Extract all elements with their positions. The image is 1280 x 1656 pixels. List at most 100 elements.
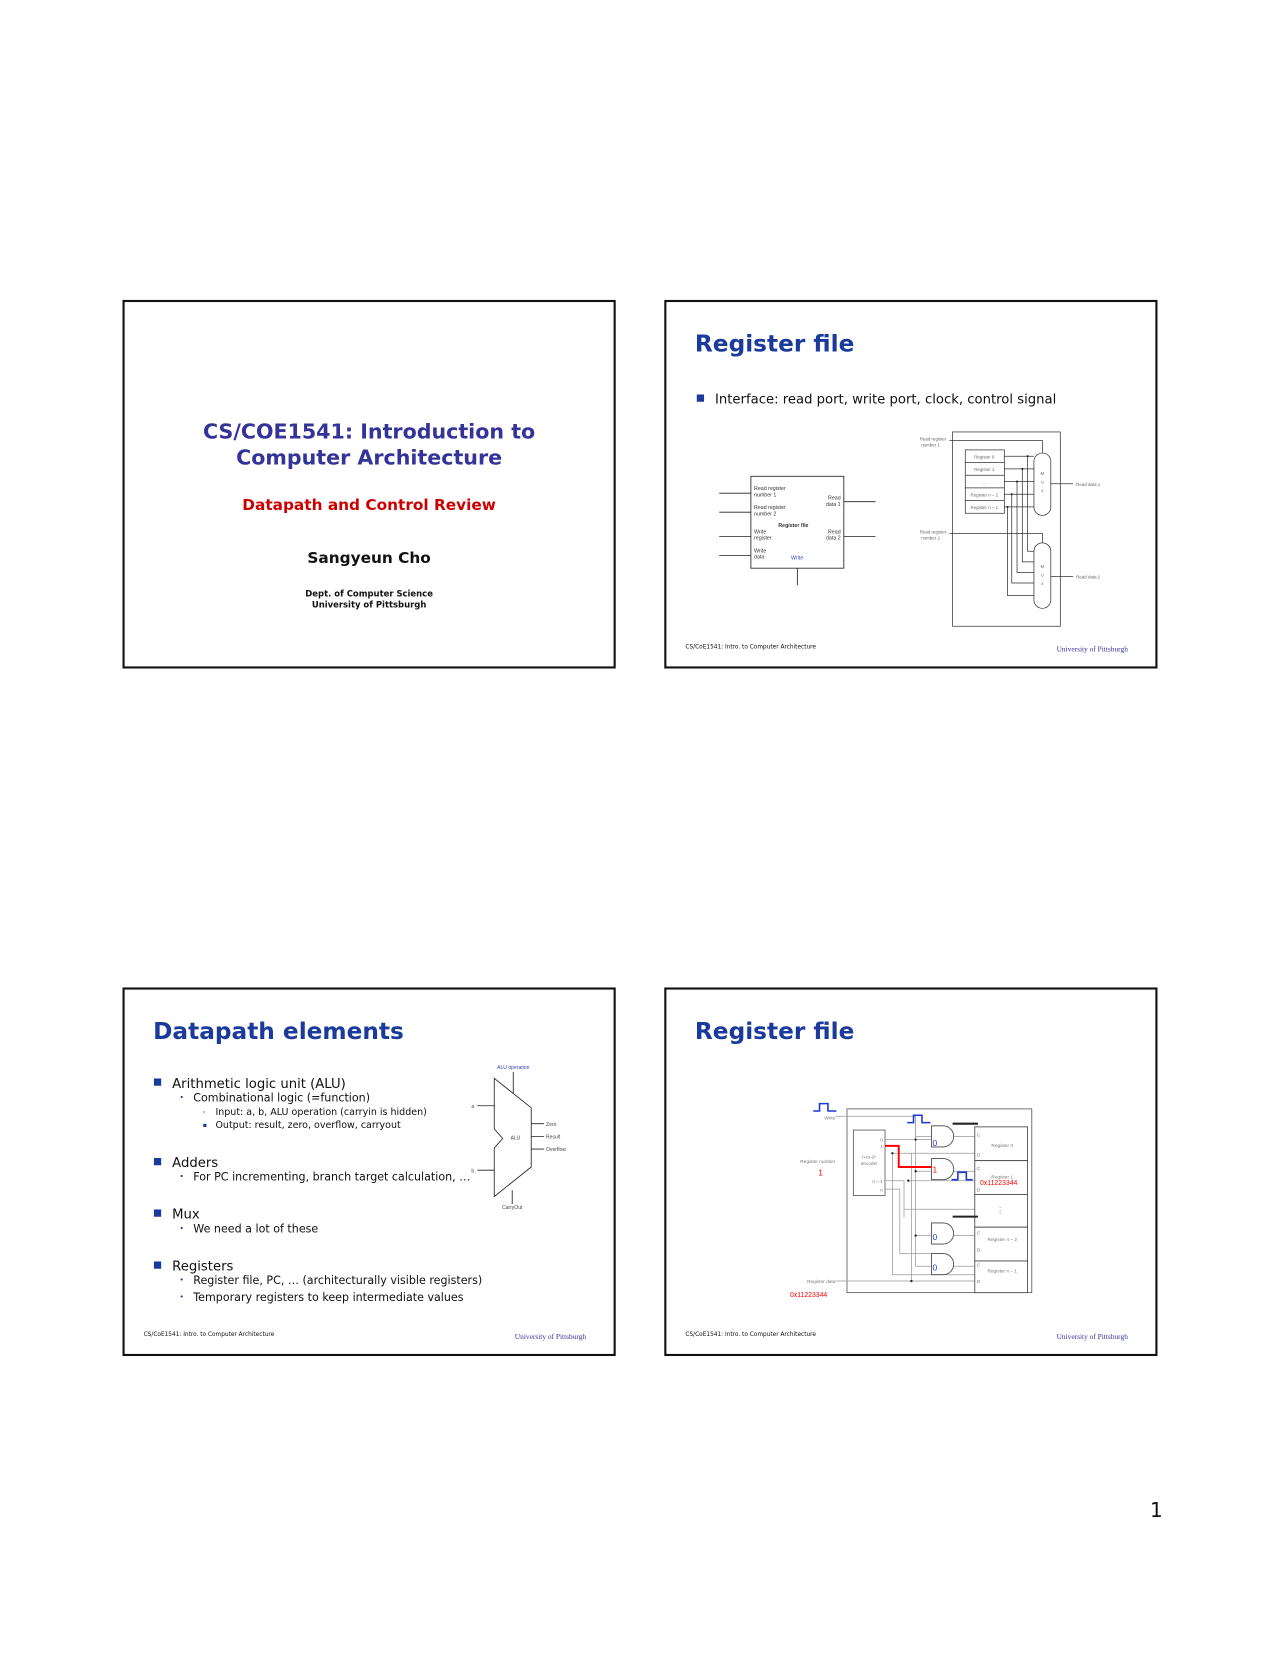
- dept-line2: University of Pittsburgh: [311, 599, 427, 610]
- svg-text:n – 1: n – 1: [872, 1179, 883, 1185]
- svg-text:u: u: [1041, 480, 1044, 485]
- svg-text:0x11223344: 0x11223344: [980, 1180, 1017, 1187]
- svg-text:n: n: [880, 1188, 883, 1193]
- svg-text:ALU operation: ALU operation: [497, 1065, 529, 1071]
- svg-text:Read register: Read register: [920, 436, 947, 441]
- footer-university: University of Pittsburgh: [1056, 645, 1128, 654]
- svg-text:Register n – 2: Register n – 2: [971, 492, 999, 497]
- svg-text:D: D: [977, 1187, 981, 1193]
- svg-text:C: C: [977, 1166, 981, 1172]
- course-title-line2: Computer Architecture: [236, 445, 503, 470]
- svg-text:Read: Read: [828, 496, 841, 502]
- page-number: 1: [1150, 1498, 1163, 1522]
- svg-text:x: x: [1041, 488, 1044, 493]
- svg-text:C: C: [977, 1231, 981, 1237]
- svg-text:register: register: [754, 536, 772, 542]
- svg-text:Read register: Read register: [754, 486, 786, 492]
- bullet-icon: •: [179, 1292, 184, 1302]
- svg-text:0: 0: [880, 1138, 883, 1144]
- slide-4-register-file-write: Register file: [664, 987, 1158, 1357]
- sub-item: We need a lot of these: [193, 1222, 319, 1236]
- svg-text:Zero: Zero: [546, 1122, 557, 1128]
- register-file-internal: [949, 431, 1073, 627]
- item-mux: Mux: [172, 1206, 200, 1222]
- svg-text:Register n – 1: Register n – 1: [987, 1269, 1017, 1275]
- svg-text:0: 0: [933, 1232, 938, 1242]
- svg-text:M: M: [1041, 564, 1045, 569]
- svg-text:Register 0: Register 0: [974, 454, 995, 459]
- svg-text:data 2: data 2: [826, 536, 841, 542]
- author: Sangyeun Cho: [307, 550, 431, 568]
- svg-text:1: 1: [818, 1167, 823, 1177]
- svg-text:x: x: [1041, 581, 1044, 586]
- svg-text:D: D: [977, 1279, 981, 1285]
- footer-course: CS/CoE1541: Intro. to Computer Architect…: [685, 644, 817, 651]
- svg-text:number 2: number 2: [921, 536, 940, 541]
- svg-text:decoder: decoder: [861, 1161, 879, 1167]
- svg-text:D: D: [977, 1152, 981, 1158]
- bullet-text: Interface: read port, write port, clock,…: [714, 390, 1057, 407]
- write-pulses: [813, 1102, 973, 1181]
- course-title-line1: CS/COE1541: Introduction to: [202, 419, 536, 444]
- svg-text:Register file: Register file: [778, 523, 808, 529]
- svg-text:1: 1: [880, 1144, 883, 1150]
- svg-text:M: M: [1041, 471, 1045, 476]
- svg-text:Read data 1: Read data 1: [1076, 482, 1101, 487]
- register-file-block: [719, 475, 876, 586]
- svg-text:Register data: Register data: [807, 1279, 836, 1285]
- sub-sub-item: Input: a, b, ALU operation (carryin is h…: [215, 1107, 427, 1119]
- alu-diagram: ALU operation a b ALU Zero Result Overfl…: [471, 1065, 566, 1211]
- footer-course: CS/CoE1541: Intro. to Computer Architect…: [143, 1331, 275, 1339]
- svg-text:Write: Write: [791, 556, 803, 562]
- bullet-icon: ■: [153, 1208, 163, 1219]
- bullet-icon: ■: [153, 1156, 163, 1167]
- footer-university: University of Pittsburgh: [1056, 1332, 1128, 1342]
- svg-text:C: C: [977, 1262, 981, 1268]
- slide-title: Register file: [694, 1019, 855, 1046]
- subtitle: Datapath and Control Review: [242, 497, 496, 515]
- svg-text:u: u: [1041, 573, 1044, 578]
- svg-text:Register 1: Register 1: [974, 467, 995, 472]
- svg-text:CarryOut: CarryOut: [502, 1205, 523, 1211]
- item-alu: Arithmetic logic unit (ALU): [172, 1075, 346, 1091]
- svg-text:Read data 2: Read data 2: [1076, 575, 1101, 580]
- svg-text:data 1: data 1: [826, 502, 841, 508]
- bullet-icon: •: [179, 1172, 184, 1181]
- svg-text:number 1: number 1: [921, 443, 940, 448]
- svg-text:0: 0: [933, 1262, 938, 1272]
- and-gates: [931, 1125, 955, 1276]
- dept-line1: Dept. of Computer Science: [305, 589, 433, 599]
- sub-item: For PC incrementing, branch target calcu…: [193, 1171, 471, 1184]
- svg-text:Register n – 2: Register n – 2: [987, 1237, 1017, 1243]
- sub-item: Combinational logic (=function): [193, 1092, 371, 1105]
- svg-text:Read register: Read register: [920, 529, 947, 534]
- slide-title: Datapath elements: [153, 1019, 404, 1046]
- bullet-icon: •: [179, 1093, 184, 1102]
- svg-text:Write: Write: [754, 548, 766, 554]
- svg-text:Register 1: Register 1: [991, 1175, 1013, 1181]
- footer-university: University of Pittsburgh: [514, 1332, 587, 1342]
- bullet-icon: ■: [695, 392, 705, 404]
- svg-text:⋮: ⋮: [996, 1205, 1003, 1214]
- svg-text:ALU: ALU: [510, 1136, 520, 1142]
- svg-text:C: C: [977, 1132, 981, 1138]
- svg-text:D: D: [977, 1247, 981, 1253]
- bullet-icon: ▪: [202, 1121, 208, 1129]
- sub-item: Register file, PC, … (architecturally vi…: [193, 1274, 483, 1288]
- svg-text:b: b: [471, 1168, 474, 1174]
- svg-text:Read register: Read register: [754, 505, 786, 511]
- active-decoder-line: [885, 1144, 932, 1168]
- svg-text:1: 1: [933, 1164, 938, 1174]
- register-write-diagram: Write Register number n-to-2ⁿ decoder 0 …: [790, 1102, 1033, 1299]
- svg-text:data: data: [754, 555, 764, 561]
- svg-text:Write: Write: [754, 529, 766, 535]
- svg-text:number 1: number 1: [754, 492, 776, 498]
- svg-text:0x11223344: 0x11223344: [790, 1292, 827, 1299]
- svg-text:Write: Write: [824, 1115, 835, 1121]
- item-adders: Adders: [172, 1154, 219, 1171]
- svg-text:0: 0: [933, 1138, 938, 1148]
- svg-text:n-to-2ⁿ: n-to-2ⁿ: [862, 1155, 876, 1161]
- bullet-icon: ›: [202, 1108, 206, 1117]
- bullet-icon: ■: [153, 1077, 163, 1088]
- slide-title: Register file: [694, 331, 855, 359]
